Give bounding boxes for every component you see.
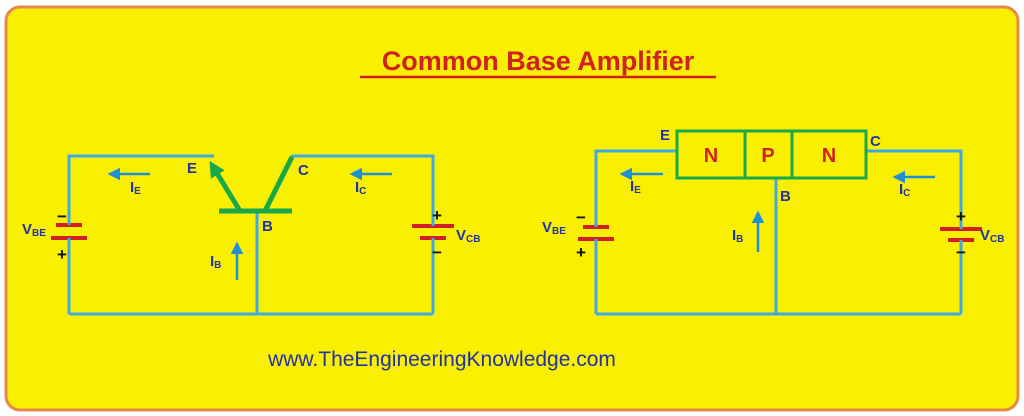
left-vbe-label: VBE	[22, 221, 46, 239]
right-emitter-wire	[594, 149, 677, 216]
right-collector-wire	[866, 149, 963, 218]
right-ib-label: IB	[732, 227, 743, 245]
right-vcb-plus: +	[956, 207, 966, 226]
npn-region-collector: N	[822, 145, 836, 167]
right-ie-label: IE	[630, 178, 641, 196]
right-vbe-plus: +	[576, 243, 586, 262]
left-vcb-plus: +	[432, 206, 442, 225]
right-vbe-minus: −	[576, 208, 586, 227]
right-emitter-label: E	[660, 127, 670, 144]
left-vcb-battery	[412, 216, 454, 246]
page-title: Common Base Amplifier	[382, 46, 695, 76]
right-vcb-battery	[940, 218, 982, 246]
left-vbe-plus: +	[57, 245, 67, 264]
right-circuit: N P N − + VBE + − VCB E C B IE IC	[542, 127, 1004, 316]
npn-region-emitter: N	[704, 145, 718, 167]
left-collector-wire	[291, 154, 435, 216]
left-emitter-label: E	[187, 160, 197, 177]
right-vbe-label: VBE	[542, 219, 566, 237]
left-transistor-emitter-leg	[209, 160, 243, 213]
left-vbe-minus: −	[57, 207, 67, 226]
right-base-label: B	[780, 188, 791, 205]
right-vcb-label: VCB	[980, 227, 1004, 245]
left-ib-label: IB	[210, 253, 221, 271]
right-collector-label: C	[870, 133, 881, 150]
left-ic-label: IC	[355, 179, 366, 197]
left-ie-label: IE	[130, 179, 141, 197]
left-circuit: − + VBE + − VCB E C B IE IC IB	[22, 154, 480, 316]
outer-frame	[4, 5, 1020, 412]
right-ic-label: IC	[899, 181, 910, 199]
npn-block	[675, 129, 868, 180]
npn-region-base: P	[761, 145, 774, 167]
left-collector-label: C	[298, 162, 309, 179]
left-vbe-battery	[51, 214, 87, 248]
right-vbe-battery	[578, 216, 614, 246]
left-vcb-minus: −	[432, 243, 442, 262]
left-vcb-label: VCB	[456, 227, 480, 245]
left-emitter-wire	[67, 154, 214, 214]
left-base-label: B	[262, 218, 273, 235]
right-vcb-minus: −	[956, 243, 966, 262]
left-transistor-collector-leg	[262, 155, 295, 213]
website-url: www.TheEngineeringKnowledge.com	[267, 348, 616, 371]
